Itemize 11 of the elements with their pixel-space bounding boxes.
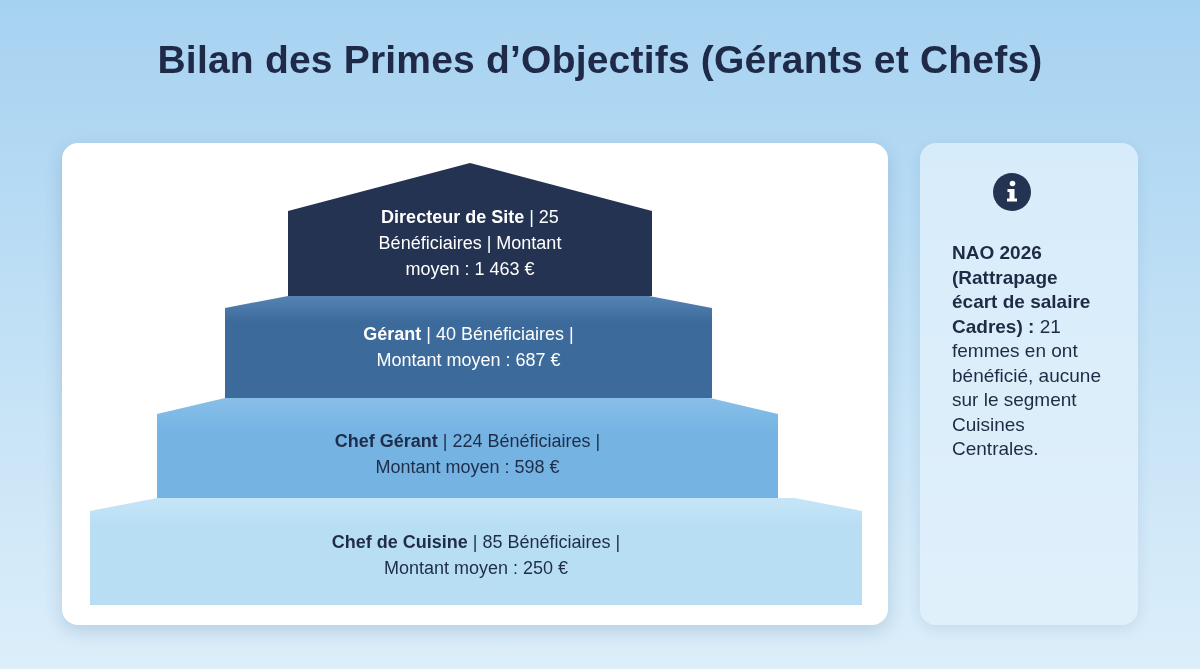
tier-label: Chef Gérant | 224 Bénéficiaires | Montant moyen : 598 €: [333, 430, 602, 479]
pyramid-tier: [157, 398, 778, 498]
tier-label: Gérant | 40 Bénéficiaires | Montant moyen : 687 €: [362, 323, 575, 372]
info-text: NAO 2026 (Rattrapage écart de salaire Cadres) : 21 femmes en ont bénéficié, aucune sur le segment Cuisines Centrales.: [952, 241, 1102, 461]
tier-label: Chef de Cuisine | 85 Bénéficiaires | Montant moyen : 250 €: [330, 531, 622, 580]
pyramid-tier: [288, 163, 652, 296]
pyramid-tier: [90, 498, 862, 605]
info-panel: [920, 143, 1138, 625]
pyramid-tier: [225, 296, 712, 398]
title: Bilan des Primes d’Objectifs (Gérants et Chefs): [157, 38, 1043, 82]
tier-label: Directeur de Site | 25 Bénéficiaires | Montant moyen : 1 463 €: [377, 206, 563, 281]
